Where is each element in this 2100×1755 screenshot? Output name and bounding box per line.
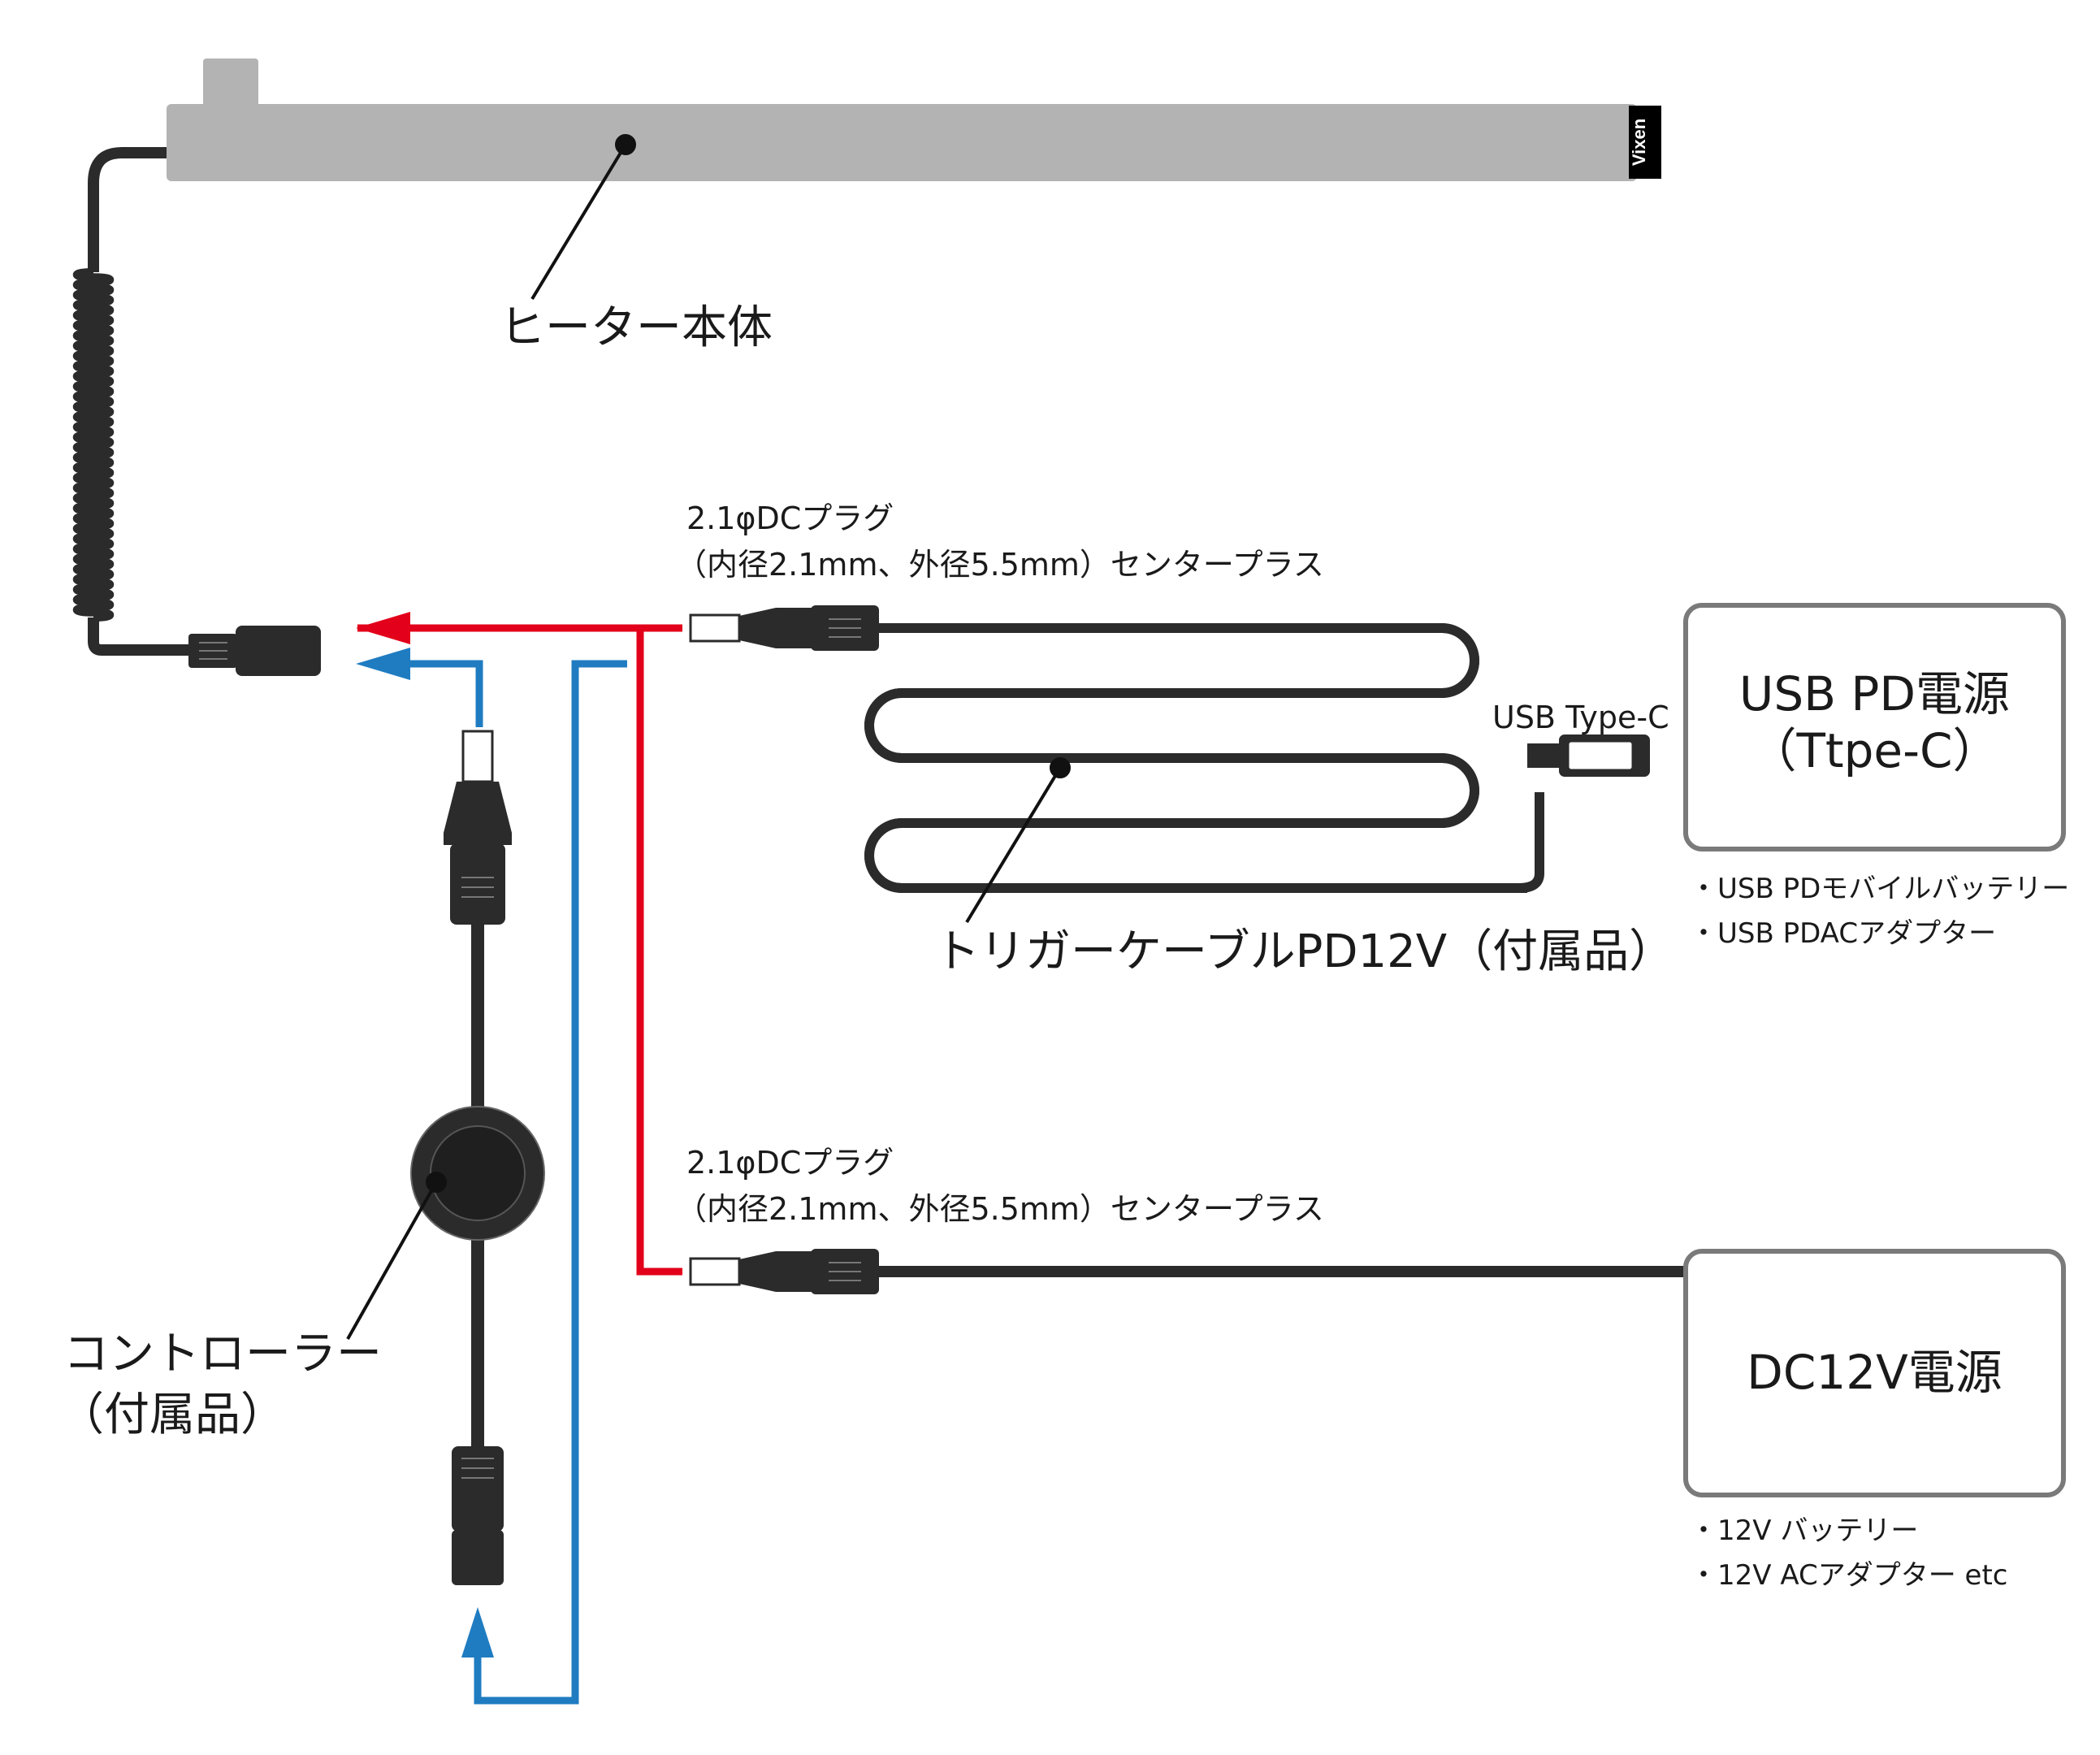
power-flow-line	[356, 612, 682, 1276]
leader-lines	[346, 134, 1071, 1340]
heater-connector	[188, 626, 321, 676]
dc-note-2: ・12V ACアダプター etc	[1690, 1559, 2008, 1592]
coiled-cord	[72, 147, 191, 656]
controller-flow-line	[356, 648, 627, 1705]
controller-label-line2: （付属品）	[58, 1389, 286, 1441]
heater-label: ヒーター本体	[500, 301, 773, 354]
usb-connector-label: USB Type-C	[1492, 700, 1669, 735]
plug-bottom-spec: （内径2.1mm、外径5.5mm）センタープラス	[676, 1191, 1324, 1227]
usb-pd-source-line1: USB PD電源	[1738, 666, 2011, 722]
trigger-cable-pointer-dot	[1050, 757, 1071, 778]
dc-source-title: DC12V電源	[1686, 1345, 2063, 1402]
usb-pd-note-2: ・USB PDACアダプター	[1690, 917, 1997, 950]
usb-pd-note-1: ・USB PDモバイルバッテリー	[1690, 873, 2070, 905]
trigger-cable	[689, 605, 1650, 893]
usb-pd-source-title: USB PD電源 （Ttpe-C）	[1686, 666, 2063, 779]
usb-pd-source-line2: （Ttpe-C）	[1749, 722, 2000, 778]
dc-cable	[689, 1249, 1686, 1294]
usb-pd-source-box	[1683, 603, 2066, 852]
controller-label-line1: コントローラー	[63, 1328, 382, 1380]
dc-source-box	[1683, 1249, 2066, 1497]
controller-pointer-dot	[426, 1172, 447, 1193]
heater-pointer-dot	[615, 134, 636, 155]
heater-body: Vixen	[167, 58, 1661, 181]
controller-dial	[410, 1106, 545, 1241]
trigger-cable-label: トリガーケーブルPD12V（付属品）	[934, 925, 1675, 978]
dc-note-1: ・12V バッテリー	[1690, 1514, 1919, 1547]
plug-bottom-name: 2.1φDCプラグ	[686, 1145, 894, 1181]
heater-brand-logo: Vixen	[1629, 119, 1649, 166]
plug-top-spec: （内径2.1mm、外径5.5mm）センタープラス	[676, 547, 1324, 583]
dc-source-line1: DC12V電源	[1747, 1345, 2003, 1400]
plug-top-name: 2.1φDCプラグ	[686, 500, 894, 536]
